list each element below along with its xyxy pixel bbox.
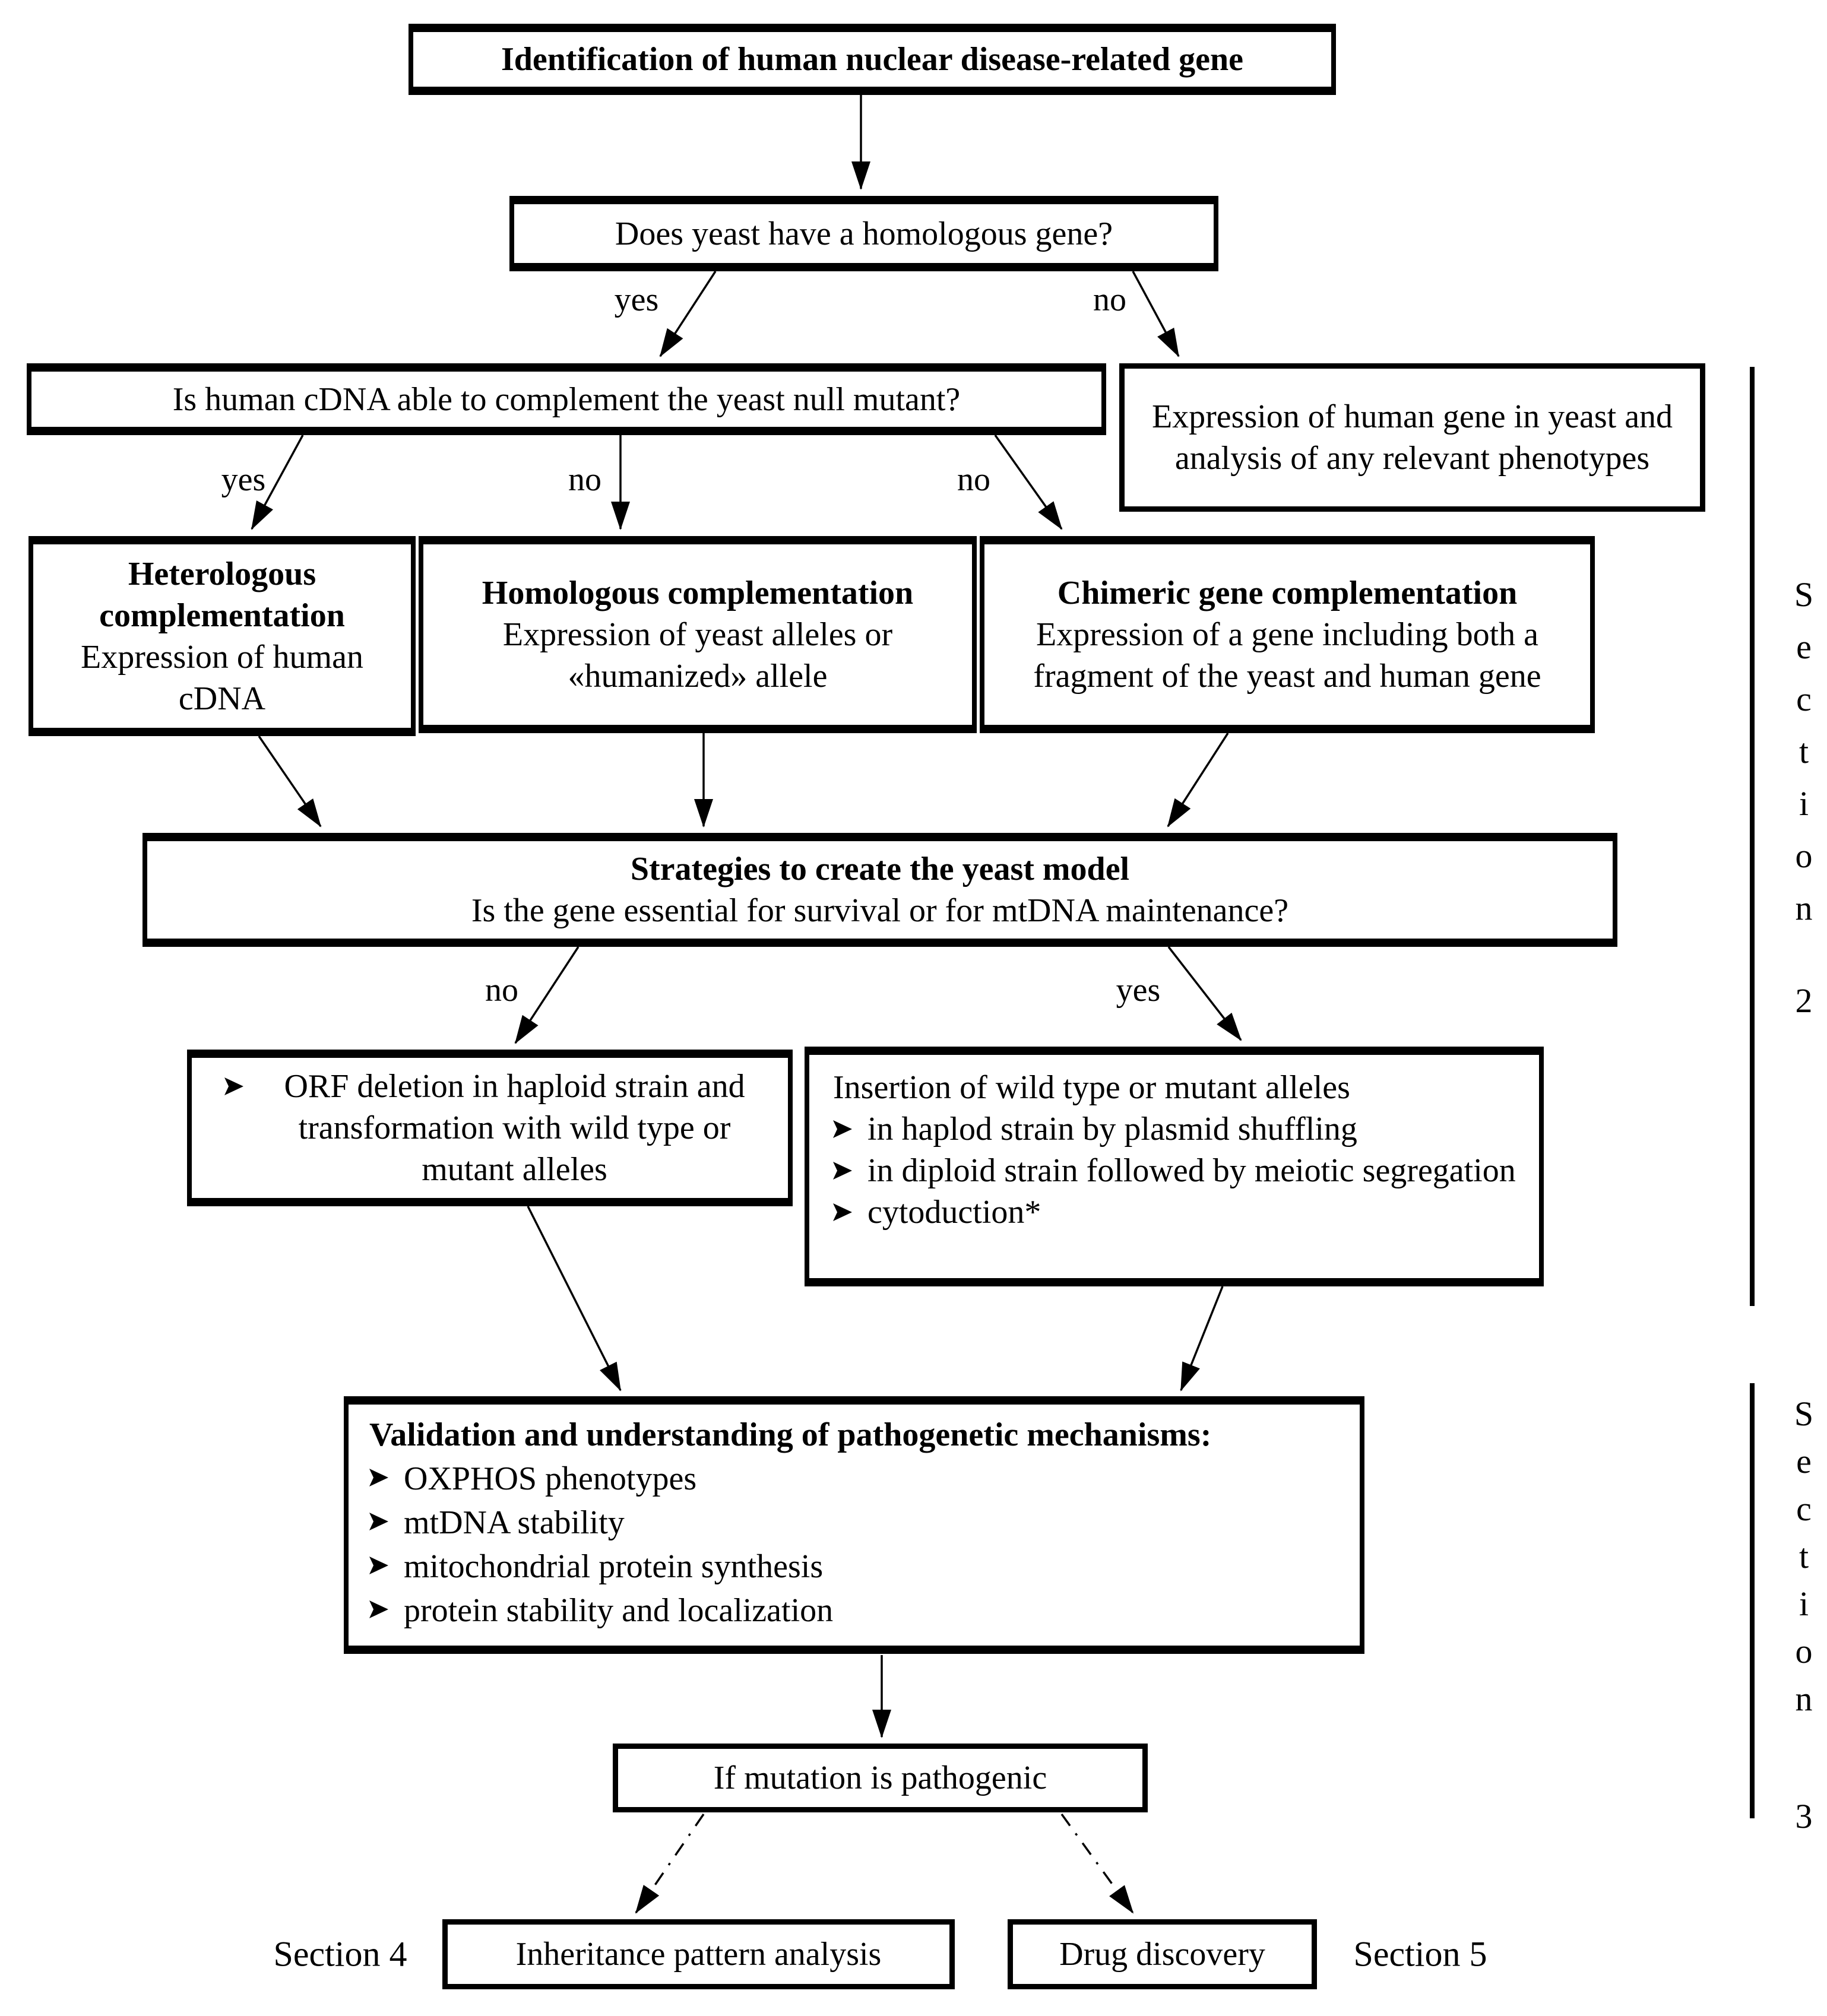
arrow-orf-to-validation	[527, 1206, 622, 1391]
section-2-label: S e c t i o n 2	[1780, 569, 1827, 1020]
node-insertion: Insertion of wild type or mutant alleles…	[805, 1047, 1544, 1286]
arrow-bullet-icon	[833, 1203, 852, 1221]
node-heterologous-title: Heterologous complementation	[99, 555, 345, 634]
node-drug-discovery-text: Drug discovery	[1059, 1936, 1265, 1973]
node-pathogenic: If mutation is pathogenic	[613, 1744, 1148, 1812]
node-pathogenic-text: If mutation is pathogenic	[713, 1760, 1047, 1796]
edge-label-homolog-yes: yes	[614, 281, 659, 318]
arrow-bullet-icon	[833, 1120, 852, 1138]
arrow-chimeric-to-strategies	[1167, 733, 1229, 828]
node-drug-discovery: Drug discovery	[1008, 1919, 1317, 1989]
section-5-label: Section 5	[1353, 1934, 1487, 1974]
node-orf-deletion: ORF deletion in haploid strain and trans…	[187, 1050, 793, 1206]
node-cdna-question-text: Is human cDNA able to complement the yea…	[172, 381, 961, 418]
node-homolog-question: Does yeast have a homologous gene?	[509, 196, 1218, 271]
node-homologous: Homologous complementation Expression of…	[419, 536, 977, 733]
node-expression-human-gene: Expression of human gene in yeast and an…	[1119, 363, 1705, 512]
node-strategies: Strategies to create the yeast model Is …	[143, 833, 1617, 947]
node-validation-item: mitochondrial protein synthesis	[404, 1548, 824, 1585]
arrow-heterologous-to-strategies	[258, 736, 322, 828]
section-4-label: Section 4	[273, 1934, 407, 1974]
node-insertion-item: in diploid strain followed by meiotic se…	[867, 1152, 1516, 1189]
arrow-bullet-icon	[369, 1469, 388, 1486]
node-insertion-intro: Insertion of wild type or mutant alleles	[833, 1069, 1350, 1106]
edge-label-cdna-no-right: no	[957, 461, 990, 498]
node-heterologous: Heterologous complementation Expression …	[29, 536, 416, 736]
node-expression-human-gene-text: Expression of human gene in yeast and an…	[1151, 398, 1673, 477]
arrow-insertion-to-validation	[1180, 1286, 1224, 1391]
section-3-label: S e c t i o n 3	[1780, 1390, 1827, 1836]
arrow-pathogenic-to-inheritance	[635, 1814, 705, 1914]
node-validation: Validation and understanding of pathogen…	[344, 1396, 1364, 1654]
arrow-bullet-icon	[369, 1557, 388, 1574]
node-inheritance: Inheritance pattern analysis	[442, 1919, 955, 1989]
arrow-bullet-icon	[369, 1600, 388, 1618]
node-strategies-question: Is the gene essential for survival or fo…	[471, 892, 1289, 929]
section-2-word: S e c t i o n	[1794, 575, 1814, 927]
arrow-bullet-icon	[833, 1162, 852, 1180]
section-3-word: S e c t i o n	[1794, 1394, 1814, 1718]
arrow-bullet-icon	[369, 1513, 388, 1530]
node-homologous-title: Homologous complementation	[482, 575, 914, 611]
node-chimeric-body: Expression of a gene including both a fr…	[1033, 616, 1541, 695]
arrow-homolog-yes	[659, 271, 717, 357]
node-identification-text: Identification of human nuclear disease-…	[501, 41, 1244, 78]
node-homolog-question-text: Does yeast have a homologous gene?	[615, 215, 1113, 252]
node-identification: Identification of human nuclear disease-…	[409, 24, 1336, 95]
arrow-bullet-icon	[224, 1077, 243, 1095]
arrow-homolog-no	[1132, 271, 1180, 357]
node-insertion-item: cytoduction*	[867, 1194, 1041, 1231]
section-2-number: 2	[1795, 981, 1813, 1020]
edge-label-essential-yes: yes	[1116, 972, 1161, 1009]
arrow-essential-no	[514, 946, 580, 1044]
edge-label-homolog-no: no	[1093, 281, 1126, 318]
node-validation-item: mtDNA stability	[404, 1504, 625, 1541]
edge-label-cdna-yes: yes	[221, 461, 266, 498]
node-strategies-title: Strategies to create the yeast model	[630, 851, 1130, 887]
section-3-number: 3	[1795, 1797, 1813, 1836]
node-validation-item: OXPHOS phenotypes	[404, 1460, 697, 1497]
node-cdna-question: Is human cDNA able to complement the yea…	[27, 363, 1106, 435]
node-chimeric-title: Chimeric gene complementation	[1057, 575, 1518, 611]
edge-label-essential-no: no	[485, 972, 518, 1009]
arrow-pathogenic-to-drug	[1060, 1813, 1134, 1914]
node-insertion-item: in haplod strain by plasmid shuffling	[867, 1111, 1357, 1148]
node-homologous-body: Expression of yeast alleles or «humanize…	[502, 616, 893, 695]
arrow-cdna-no-right	[994, 434, 1063, 530]
arrow-essential-yes	[1167, 946, 1242, 1041]
node-orf-deletion-text: ORF deletion in haploid strain and trans…	[284, 1068, 745, 1188]
node-heterologous-body: Expression of human cDNA	[81, 638, 363, 717]
edge-label-cdna-no-mid: no	[568, 461, 601, 498]
node-validation-title: Validation and understanding of pathogen…	[369, 1416, 1212, 1453]
node-inheritance-text: Inheritance pattern analysis	[515, 1936, 882, 1973]
node-chimeric: Chimeric gene complementation Expression…	[980, 536, 1595, 733]
node-validation-item: protein stability and localization	[404, 1592, 834, 1629]
